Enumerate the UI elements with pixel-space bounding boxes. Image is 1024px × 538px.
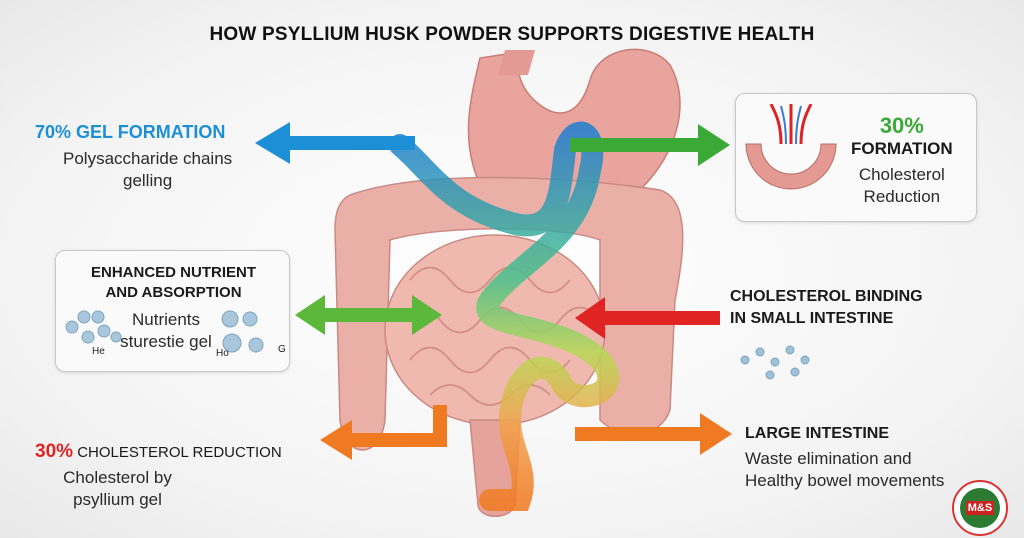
nutrient-box: ENHANCED NUTRIENT AND ABSORPTION Nutrien… <box>55 250 290 372</box>
arrow-large-intestine <box>575 413 732 455</box>
arrow-cholesterol-reduction <box>320 405 447 460</box>
nutrient-heading-2: AND ABSORPTION <box>105 284 242 301</box>
psyllium-gel-path <box>389 121 620 511</box>
large-intestine-heading: LARGE INTESTINE <box>745 425 890 442</box>
logo-mark: M&S <box>960 488 1000 528</box>
molecule-icon <box>65 310 122 344</box>
label-g: G <box>278 344 286 355</box>
nutrient-line-1: Nutrients <box>131 310 201 329</box>
formation-line-2: Reduction <box>863 187 941 206</box>
gel-heading: GEL FORMATION <box>76 122 226 142</box>
cholesterol-reduction-callout: 30% CHOLESTEROL REDUCTION Cholesterol by… <box>35 440 282 511</box>
logo-mark-text: M&S <box>965 501 995 515</box>
nutrient-line-2: sturestie gel <box>120 332 212 351</box>
arrow-formation <box>570 124 730 166</box>
gel-formation-callout: 70% GEL FORMATION Polysaccharide chains g… <box>35 121 232 192</box>
nutrient-heading-1: ENHANCED NUTRIENT <box>91 264 256 281</box>
formation-heading: FORMATION <box>851 139 953 158</box>
gel-line-1: Polysaccharide chains <box>63 149 233 168</box>
page-title: HOW PSYLLIUM HUSK POWDER SUPPORTS DIGEST… <box>209 24 815 45</box>
reduction-line-2: psyllium gel <box>73 490 162 509</box>
intestinal-villus-icon <box>745 104 837 190</box>
label-he: He <box>92 346 105 357</box>
arrow-gel-formation <box>255 122 415 164</box>
reduction-percent: 30% <box>35 441 74 462</box>
arrow-nutrient <box>295 295 442 335</box>
arrow-cholesterol-binding <box>575 297 720 339</box>
reduction-line-1: Cholesterol by <box>63 468 172 487</box>
binding-heading-1: CHOLESTEROL BINDING <box>730 288 923 305</box>
binding-heading-2: IN SMALL INTESTINE <box>730 310 894 327</box>
gel-line-2: gelling <box>123 171 173 190</box>
brand-logo: M&S <box>952 480 1008 536</box>
esophagus <box>498 50 535 75</box>
molecule-icon <box>221 310 264 353</box>
formation-line-1: Cholesterol <box>858 165 945 184</box>
reduction-heading: CHOLESTEROL REDUCTION <box>77 444 282 461</box>
label-ho: Ho <box>216 348 229 359</box>
large-intestine-line-1: Waste elimination and <box>745 449 912 468</box>
large-intestine-callout: LARGE INTESTINE Waste elimination and He… <box>745 422 944 492</box>
molecule-icon <box>740 345 810 380</box>
gel-percent: 70% <box>35 122 72 142</box>
large-intestine-line-2: Healthy bowel movements <box>745 471 945 490</box>
formation-box: 30% FORMATION Cholesterol Reduction <box>735 93 977 222</box>
formation-percent: 30% <box>879 113 924 138</box>
cholesterol-binding-callout: CHOLESTEROL BINDING IN SMALL INTESTINE <box>730 286 923 330</box>
